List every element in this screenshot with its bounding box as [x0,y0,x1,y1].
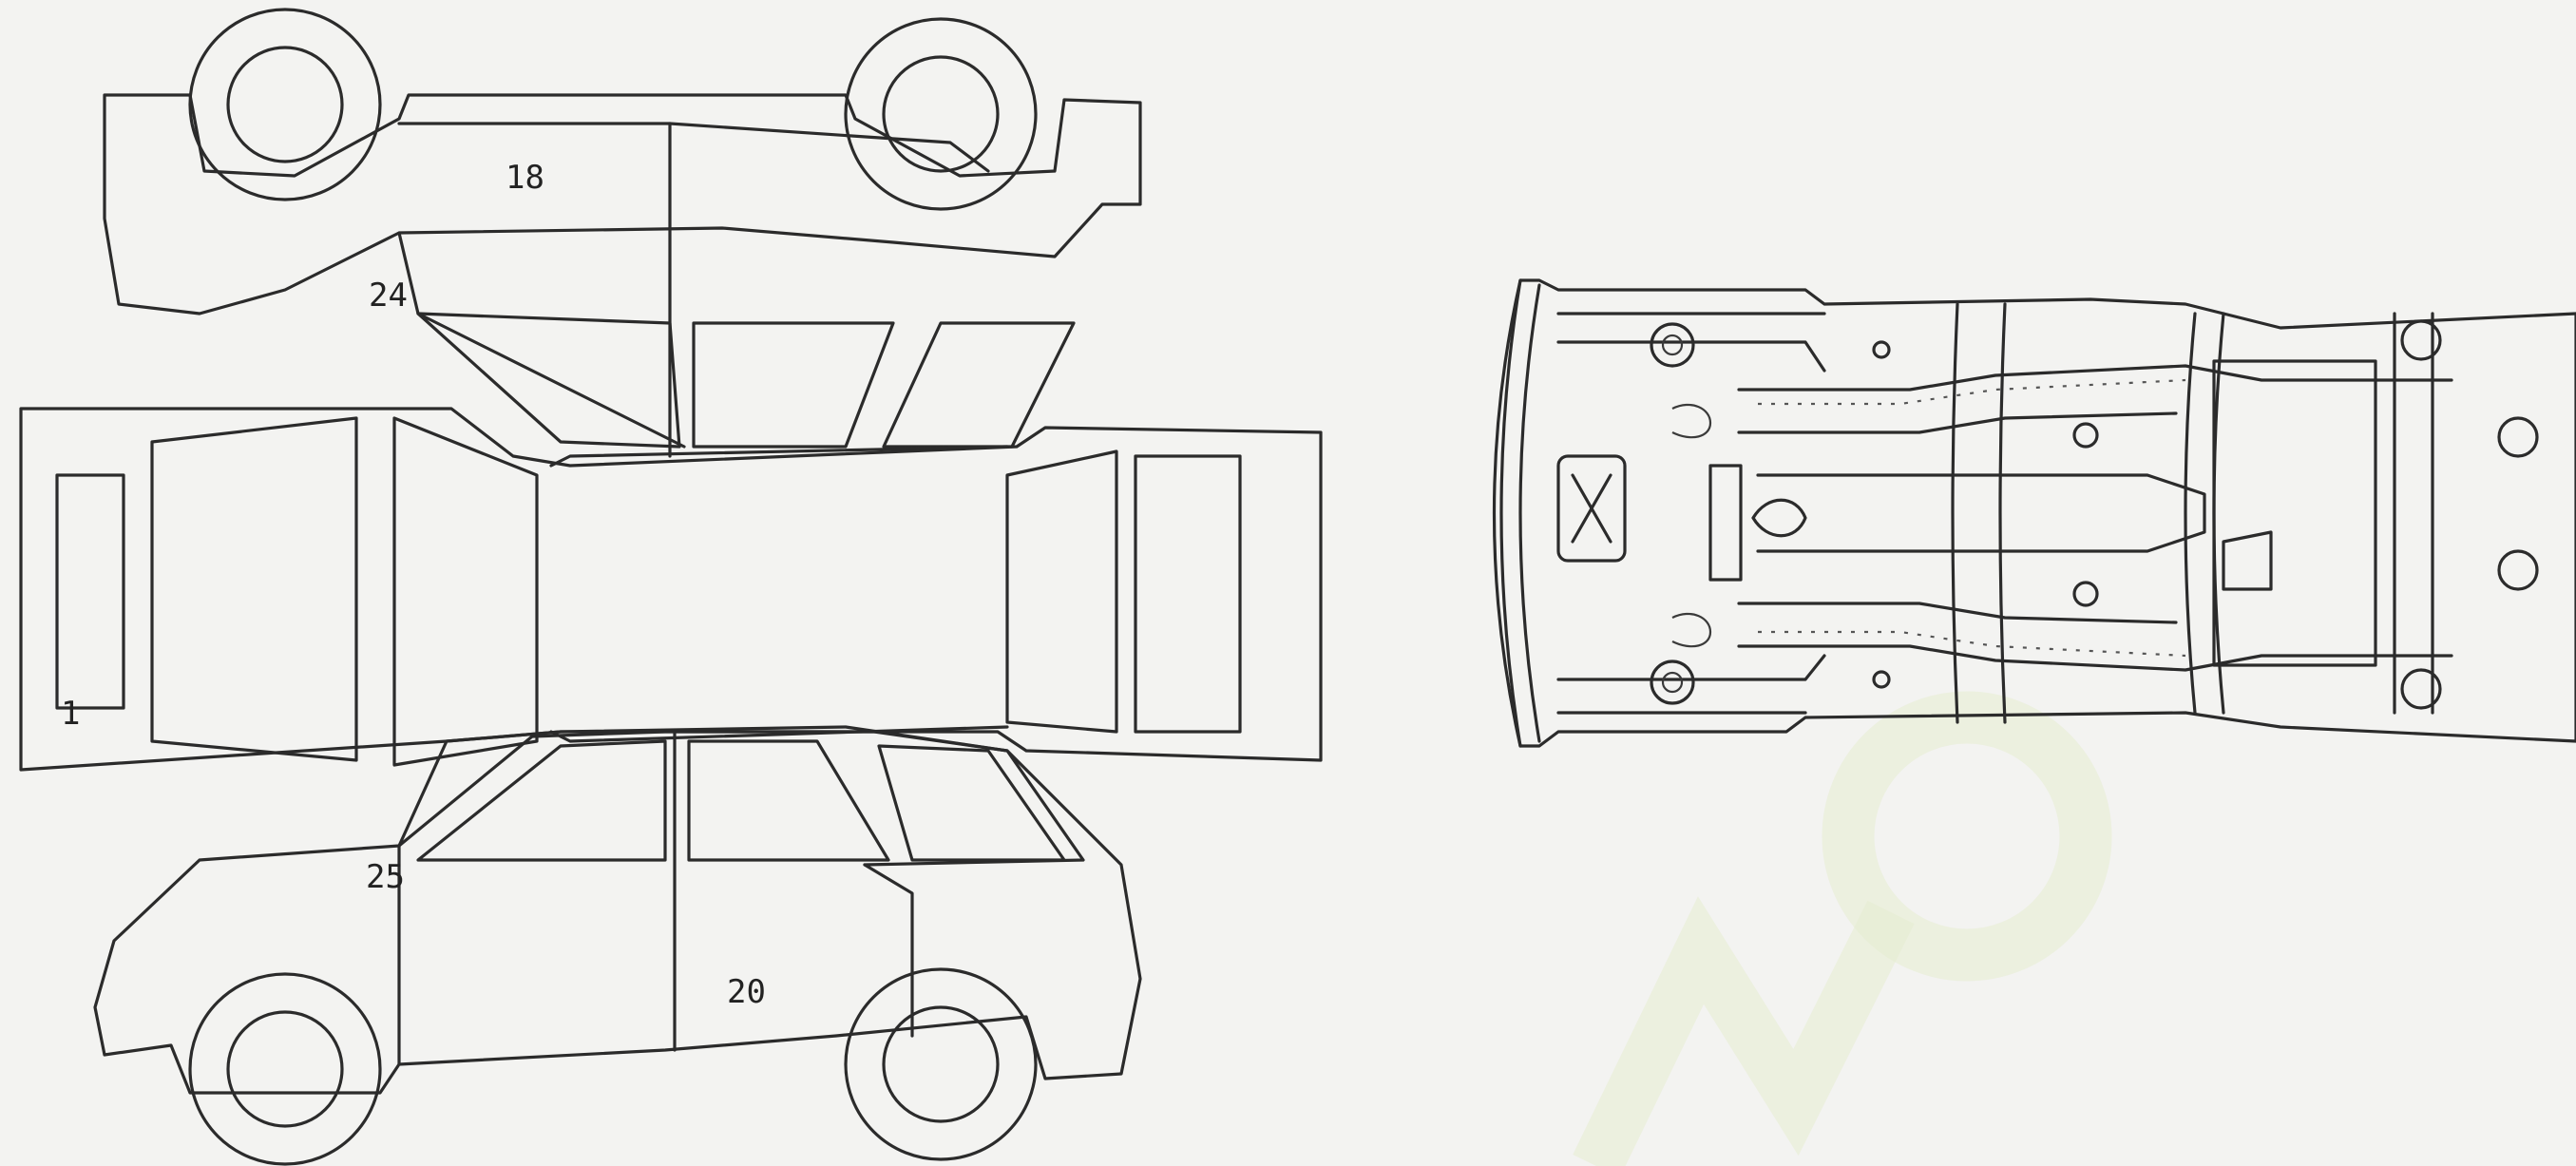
callout-25: 25 [366,858,405,896]
upper-side-panel [103,8,1142,458]
lower-side-panel [93,725,1142,1166]
roof-plan-panel [19,407,1323,772]
callout-24: 24 [369,277,408,315]
underbody-view [1492,278,2576,748]
callout-18: 18 [506,159,544,197]
callout-1: 1 [61,695,80,733]
callout-20: 20 [727,973,766,1011]
exploded-body-view: 18 24 1 25 20 [19,8,1323,1166]
watermark [1573,691,2112,1166]
